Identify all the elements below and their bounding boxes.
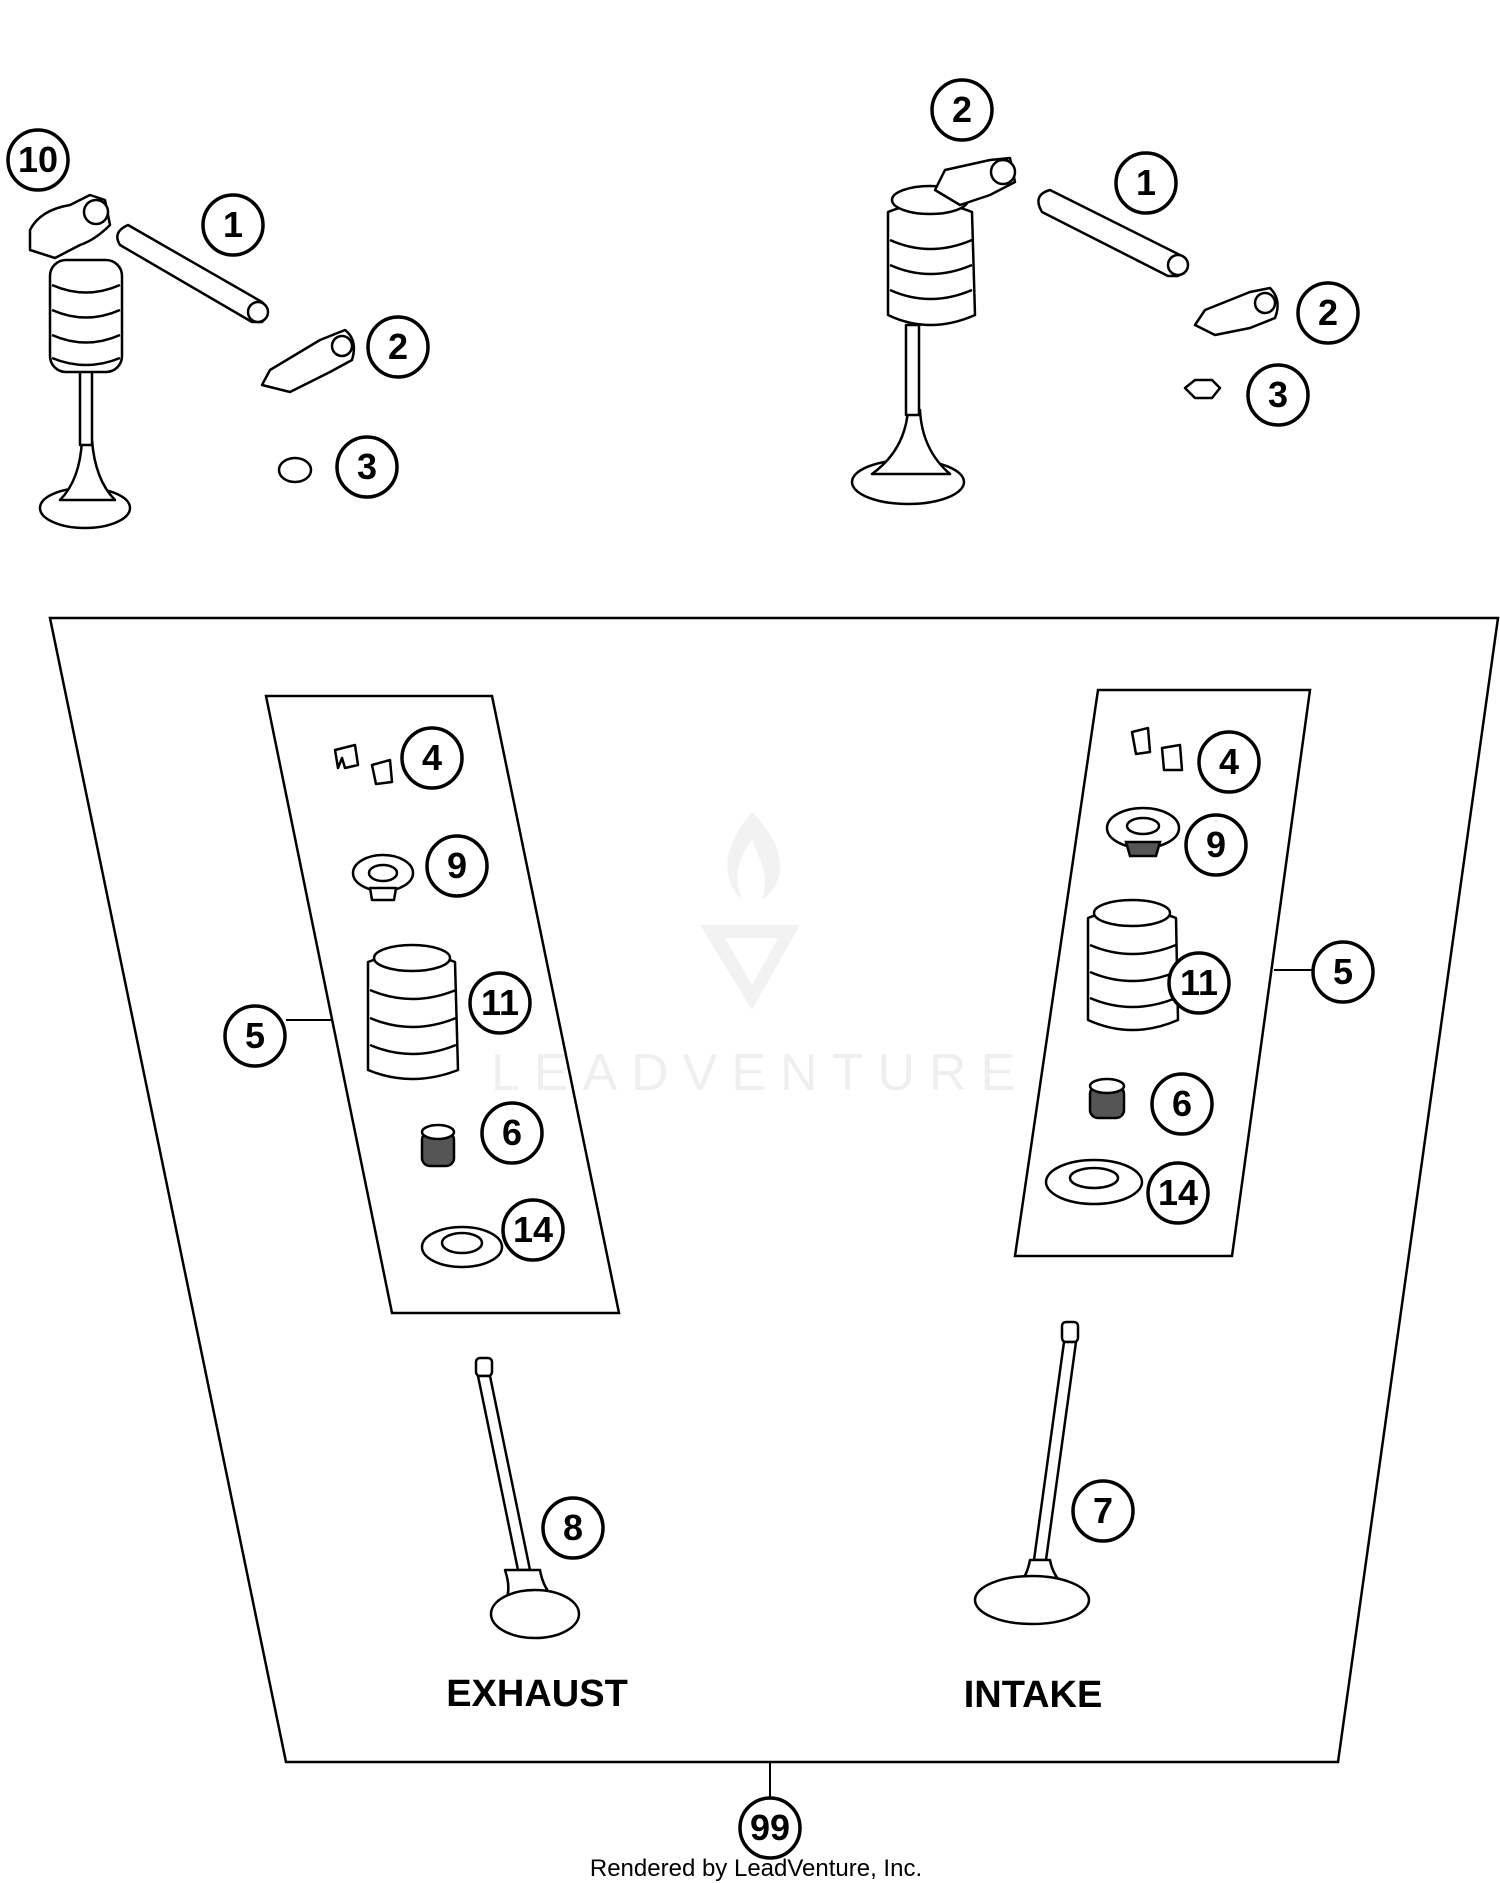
callout-9: 9 xyxy=(425,834,489,898)
svg-text:4: 4 xyxy=(422,737,442,778)
svg-text:1: 1 xyxy=(1136,162,1156,203)
svg-text:11: 11 xyxy=(1180,962,1218,1003)
exhaust-valve-spring-kit-outline xyxy=(264,694,621,1315)
callout-9: 9 xyxy=(1184,813,1248,877)
svg-text:9: 9 xyxy=(1206,824,1226,865)
svg-text:2: 2 xyxy=(388,326,408,367)
svg-text:14: 14 xyxy=(513,1209,553,1250)
callout-14: 14 xyxy=(1146,1161,1210,1225)
intake-label: INTAKE xyxy=(964,1674,1103,1716)
callout-2: 2 xyxy=(1296,281,1360,345)
callout-5: 5 xyxy=(223,1004,287,1068)
svg-text:6: 6 xyxy=(1172,1083,1192,1124)
exhaust-spring-kit-parts xyxy=(333,743,504,1269)
exhaust-label: EXHAUST xyxy=(446,1673,628,1715)
watermark: LEADVENTURE xyxy=(491,812,1029,1102)
watermark-flame-icon xyxy=(727,812,781,900)
svg-text:8: 8 xyxy=(563,1507,583,1548)
svg-text:7: 7 xyxy=(1093,1490,1113,1531)
callout-99: 99 xyxy=(738,1796,802,1860)
callout-3: 3 xyxy=(335,435,399,499)
svg-text:1: 1 xyxy=(223,204,243,245)
callout-11: 11 xyxy=(1167,951,1231,1015)
svg-text:2: 2 xyxy=(1318,292,1338,333)
svg-text:10: 10 xyxy=(18,139,58,180)
svg-text:3: 3 xyxy=(1268,374,1288,415)
valve-kit-outline xyxy=(48,616,1500,1764)
callout-14: 14 xyxy=(501,1198,565,1262)
callout-2: 2 xyxy=(366,315,430,379)
callout-4: 4 xyxy=(1197,730,1261,794)
callout-5: 5 xyxy=(1311,940,1375,1004)
svg-text:6: 6 xyxy=(502,1112,522,1153)
callout-10: 10 xyxy=(6,128,70,192)
svg-text:5: 5 xyxy=(245,1015,265,1056)
callout-1: 1 xyxy=(201,193,265,257)
callout-7: 7 xyxy=(1071,1479,1135,1543)
exhaust-valve xyxy=(474,1356,581,1640)
callout-4: 4 xyxy=(400,726,464,790)
callout-11: 11 xyxy=(468,971,532,1035)
svg-text:9: 9 xyxy=(447,845,467,886)
exhaust-rocker-assembly xyxy=(28,193,356,530)
svg-text:5: 5 xyxy=(1333,951,1353,992)
intake-rocker-assembly xyxy=(850,156,1279,506)
callout-8: 8 xyxy=(541,1496,605,1560)
intake-valve xyxy=(973,1320,1091,1626)
svg-text:2: 2 xyxy=(952,89,972,130)
callout-6: 6 xyxy=(1150,1072,1214,1136)
render-credit: Rendered by LeadVenture, Inc. xyxy=(590,1855,922,1882)
intake-valve-spring-kit-outline xyxy=(1013,688,1312,1258)
callout-2: 2 xyxy=(930,78,994,142)
callout-1: 1 xyxy=(1114,151,1178,215)
svg-text:99: 99 xyxy=(750,1807,790,1848)
intake-spring-kit-parts xyxy=(1044,726,1184,1206)
svg-text:11: 11 xyxy=(481,982,519,1023)
callout-6: 6 xyxy=(480,1101,544,1165)
svg-text:3: 3 xyxy=(357,446,377,487)
callout-3: 3 xyxy=(1246,363,1310,427)
watermark-text: LEADVENTURE xyxy=(491,1044,1029,1102)
watermark-v-icon xyxy=(700,925,800,1010)
svg-text:14: 14 xyxy=(1158,1172,1198,1213)
svg-text:4: 4 xyxy=(1219,741,1239,782)
